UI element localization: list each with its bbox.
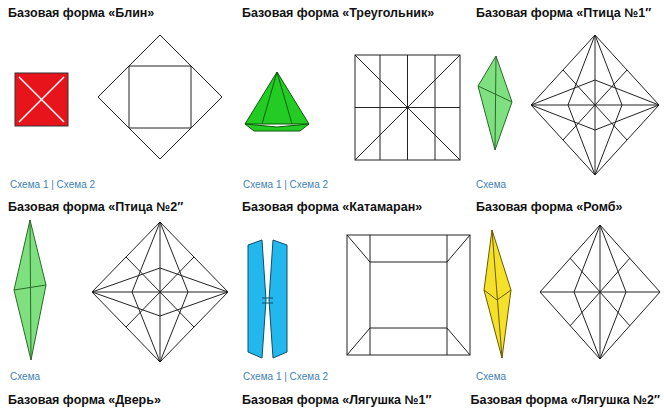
- scheme-link: Схема: [476, 179, 506, 190]
- section-title: Базовая форма «Треугольник»: [242, 6, 434, 20]
- section-title: Базовая форма «Лягушка №1″: [242, 393, 431, 407]
- scheme-link: Схема: [10, 371, 40, 382]
- section-title: Базовая форма «Птица №1″: [476, 6, 651, 20]
- scheme-link: Схема 1 | Схема 2: [243, 179, 328, 190]
- scheme-link: Схема: [476, 371, 506, 382]
- section-title: Базовая форма «Птица №2″: [8, 200, 183, 214]
- scheme-link: Схема 1 | Схема 2: [10, 179, 95, 190]
- section-title: Базовая форма «Катамаран»: [242, 200, 422, 214]
- scheme-link: Схема 1 | Схема 2: [243, 371, 328, 382]
- section-title: Базовая форма «Блин»: [8, 6, 154, 20]
- section-title: Базовая форма «Ромб»: [476, 200, 622, 214]
- section-title: Базовая форма «Дверь»: [8, 393, 161, 407]
- section-title: Базовая форма «Лягушка №2″: [471, 393, 660, 407]
